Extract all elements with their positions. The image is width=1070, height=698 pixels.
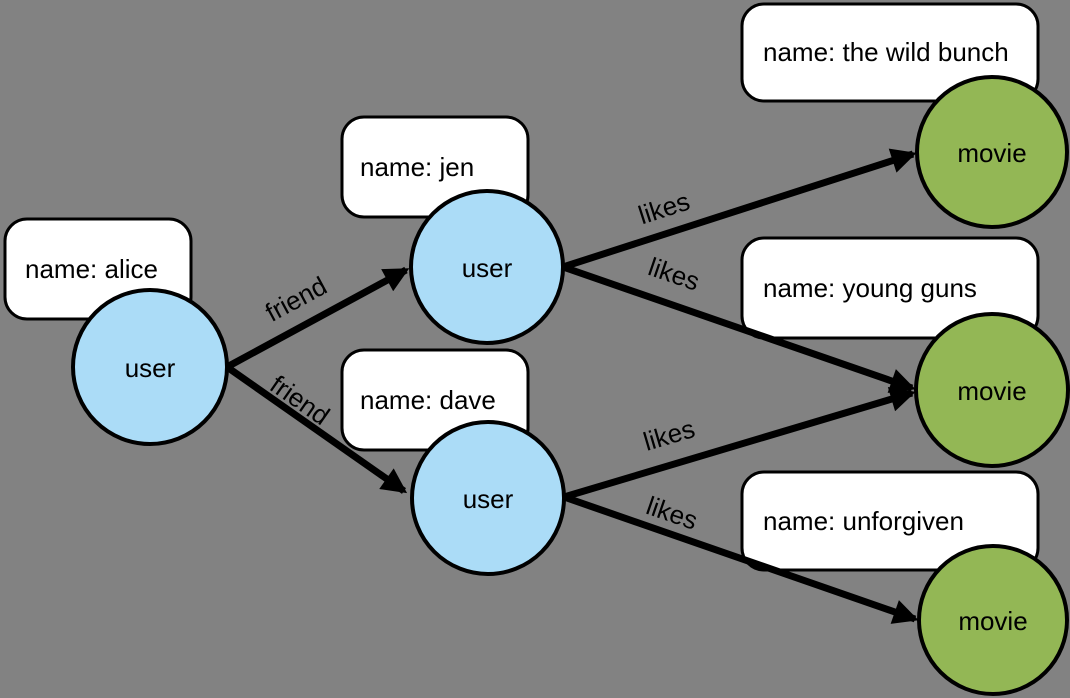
user-node-jen xyxy=(409,189,565,345)
property-label-young-guns: name: young guns xyxy=(763,273,977,303)
property-box-unforgiven xyxy=(740,470,1040,572)
property-label-the-wild-bunch: name: the wild bunch xyxy=(763,37,1009,67)
edge-alice-jen xyxy=(225,266,410,371)
edge-alice-dave xyxy=(224,364,408,494)
node-label-unforgiven: movie xyxy=(958,606,1027,636)
property-box-labels: name: alice name: jen name: dave name: t… xyxy=(25,37,1009,536)
node-label-the-wild-bunch: movie xyxy=(957,138,1026,168)
node-label-young-guns: movie xyxy=(957,376,1026,406)
nodes xyxy=(71,75,1070,696)
edge-jen-young-guns xyxy=(561,263,916,393)
property-label-unforgiven: name: unforgiven xyxy=(763,506,964,536)
edge-dave-young-guns xyxy=(562,387,916,501)
property-label-alice: name: alice xyxy=(25,254,158,284)
property-label-dave: name: dave xyxy=(360,385,496,415)
node-label-alice: user xyxy=(125,353,176,383)
property-box-the-wild-bunch xyxy=(740,2,1040,103)
user-node-alice xyxy=(71,288,229,446)
node-labels: user user user movie movie movie xyxy=(125,138,1028,636)
movie-node-young-guns xyxy=(914,312,1070,468)
user-node-dave xyxy=(410,420,566,576)
property-label-jen: name: jen xyxy=(360,152,474,182)
movie-node-the-wild-bunch xyxy=(915,75,1069,229)
edges xyxy=(224,148,919,624)
node-label-jen: user xyxy=(462,253,513,283)
edge-jen-the-wild-bunch xyxy=(561,148,917,271)
edge-dave-unforgiven xyxy=(562,493,919,624)
movie-node-unforgiven xyxy=(917,544,1069,696)
property-box-young-guns xyxy=(740,236,1040,340)
node-label-dave: user xyxy=(463,484,514,514)
